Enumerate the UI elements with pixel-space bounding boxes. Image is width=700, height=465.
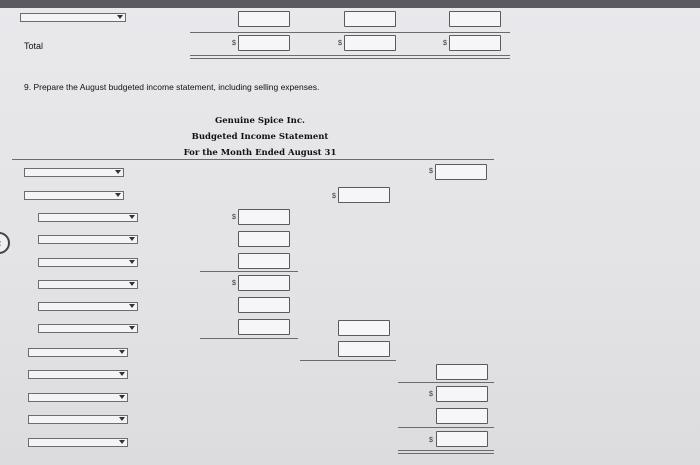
chevron-down-icon [129,260,135,264]
top-input-col2[interactable] [344,11,396,27]
expense-dropdown-5[interactable] [38,302,138,311]
chevron-down-icon [115,193,121,197]
currency-symbol: $ [338,40,342,47]
subtotal-rule [190,32,510,33]
top-input-col1[interactable] [238,11,290,27]
total-input-col1[interactable] [238,35,290,51]
previous-nav-button[interactable]: ‹ [0,232,10,254]
currency-symbol: $ [232,280,236,287]
chevron-down-icon [115,170,121,174]
expense-amount-input-4[interactable] [238,275,290,291]
chevron-down-icon [119,440,125,444]
expense-amount-input-3[interactable] [238,253,290,269]
total-expense-input-1[interactable] [338,320,390,336]
expense-amount-input-2[interactable] [238,231,290,247]
chevron-down-icon [119,350,125,354]
chevron-down-icon [117,15,123,19]
net-income-double-rule [398,450,494,454]
question-text: 9. Prepare the August budgeted income st… [24,82,320,92]
currency-symbol: $ [232,214,236,221]
chevron-down-icon [119,395,125,399]
result-input-1[interactable] [436,364,488,380]
subtotal-rule [200,338,298,339]
chevron-down-icon [129,304,135,308]
statement-period: For the Month Ended August 31 [183,148,337,158]
total-label: Total [24,41,44,51]
sales-amount-input[interactable] [435,164,487,180]
currency-symbol: $ [232,40,236,47]
subtotal-rule [398,382,494,383]
currency-symbol: $ [429,437,433,444]
chevron-down-icon [119,417,125,421]
net-income-dropdown[interactable] [28,438,128,447]
expense-dropdown-4[interactable] [38,280,138,289]
cost-of-goods-dropdown[interactable] [24,191,124,200]
total-input-col3[interactable] [449,35,501,51]
statement-title: Budgeted Income Statement [191,132,329,142]
subtotal-rule [398,427,494,428]
window-top-bar [0,0,700,8]
currency-symbol: $ [429,391,433,398]
currency-symbol: $ [429,168,433,175]
sales-dropdown[interactable] [24,168,124,177]
expense-amount-input-5[interactable] [238,297,290,313]
currency-symbol: $ [332,193,336,200]
chevron-down-icon [129,282,135,286]
expense-dropdown-2[interactable] [38,235,138,244]
top-input-col3[interactable] [449,11,501,27]
expense-dropdown-3[interactable] [38,258,138,267]
expense-dropdown-1[interactable] [38,213,138,222]
header-rule [12,159,494,160]
result-input-2[interactable] [436,386,488,402]
chevron-down-icon [129,326,135,330]
net-income-input[interactable] [436,431,488,447]
top-account-dropdown[interactable] [20,13,126,22]
chevron-left-icon: ‹ [0,238,1,249]
expense-amount-input-1[interactable] [238,209,290,225]
expense-amount-input-6[interactable] [238,319,290,335]
subtotal-rule [300,360,396,361]
income-dropdown-1[interactable] [28,370,128,379]
cogs-amount-input[interactable] [338,187,390,203]
chevron-down-icon [129,237,135,241]
income-dropdown-3[interactable] [28,415,128,424]
total-input-col2[interactable] [344,35,396,51]
total-expenses-dropdown[interactable] [28,348,128,357]
result-input-3[interactable] [436,408,488,424]
income-dropdown-2[interactable] [28,393,128,402]
total-double-rule [190,55,510,59]
currency-symbol: $ [443,40,447,47]
chevron-down-icon [129,215,135,219]
subtotal-rule [200,271,298,272]
chevron-down-icon [119,372,125,376]
expense-dropdown-6[interactable] [38,324,138,333]
company-name: Genuine Spice Inc. [215,116,305,126]
total-expense-input-2[interactable] [338,341,390,357]
